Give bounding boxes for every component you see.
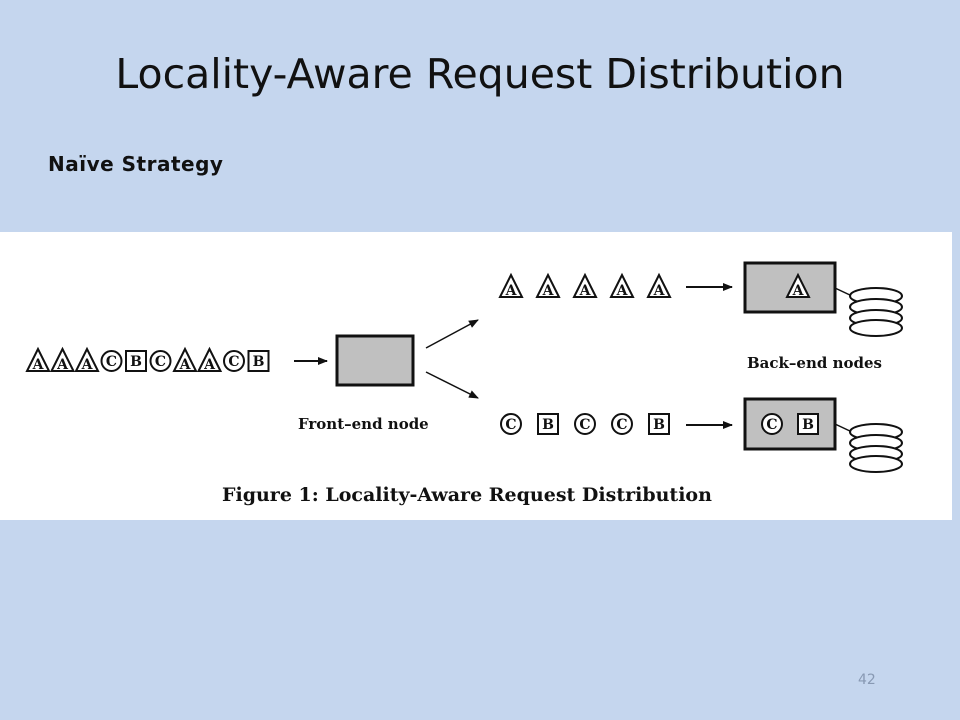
token-label: A [56, 357, 69, 373]
upper-back-end-cache: A [785, 272, 811, 299]
token-label: A [542, 283, 555, 299]
token-shape [125, 350, 147, 372]
token-label: B [542, 417, 554, 433]
request-token-triangle: A [196, 346, 223, 373]
lower-disk-connector [834, 423, 853, 433]
token-shape [785, 272, 811, 298]
request-token-circle: C [500, 413, 522, 435]
token-shape [149, 350, 172, 372]
token-shape [49, 346, 76, 372]
token-label: A [505, 283, 518, 299]
request-token-triangle: A [785, 272, 811, 299]
token-shape [223, 350, 245, 372]
token-shape [761, 413, 783, 435]
lower-disk-stack-icon [849, 423, 903, 473]
request-token-triangle: A [74, 346, 100, 373]
request-token-triangle: A [535, 272, 561, 299]
token-label: A [616, 283, 629, 299]
request-token-triangle: A [25, 346, 51, 373]
token-shape [648, 413, 670, 435]
token-label: C [616, 417, 627, 433]
request-token-circle: C [223, 350, 245, 372]
request-token-square: B [247, 350, 270, 372]
request-token-circle: C [149, 350, 172, 372]
request-token-square: B [125, 350, 147, 372]
token-shape [537, 413, 559, 435]
request-token-triangle: A [49, 346, 76, 373]
token-shape [196, 346, 223, 372]
token-label: C [505, 417, 516, 433]
token-label: C [106, 354, 117, 370]
token-shape [100, 350, 123, 372]
token-shape [500, 413, 522, 435]
upper-back-end-node-box [743, 261, 837, 314]
token-shape [498, 272, 524, 298]
token-label: A [179, 357, 192, 373]
slide-title: Locality-Aware Request Distribution [115, 50, 845, 98]
request-token-triangle: A [609, 272, 635, 299]
request-token-circle: C [100, 350, 123, 372]
token-label: A [203, 357, 216, 373]
token-label: A [653, 283, 666, 299]
upper-disk-stack-icon [849, 287, 903, 337]
request-token-circle: C [761, 413, 783, 435]
arrow-to-upper-queue [425, 319, 479, 349]
token-label: B [802, 417, 814, 433]
request-token-triangle: A [172, 346, 198, 373]
request-token-circle: C [611, 413, 633, 435]
token-label: B [130, 354, 142, 370]
token-shape [609, 272, 635, 298]
back-end-nodes-label: Back–end nodes [747, 354, 882, 372]
token-label: C [155, 354, 166, 370]
token-label: C [228, 354, 239, 370]
request-token-square: B [797, 413, 819, 435]
token-shape [25, 346, 51, 372]
upper-disk-connector [834, 287, 853, 297]
token-shape [646, 272, 672, 298]
lower-back-end-node-box [743, 397, 837, 451]
token-label: C [766, 417, 777, 433]
token-shape [611, 413, 633, 435]
slide-subtitle: Naïve Strategy [48, 152, 224, 176]
token-shape [797, 413, 819, 435]
page-number: 42 [858, 672, 876, 688]
token-shape [574, 413, 596, 435]
token-label: B [253, 354, 265, 370]
token-label: A [32, 357, 45, 373]
figure-caption: Figure 1: Locality-Aware Request Distrib… [222, 484, 712, 506]
arrow-to-lower-queue [425, 371, 479, 399]
front-end-node-box [335, 334, 415, 387]
token-label: C [579, 417, 590, 433]
front-end-node-label: Front–end node [298, 415, 429, 433]
token-shape [74, 346, 100, 372]
request-token-circle: C [574, 413, 596, 435]
token-shape [172, 346, 198, 372]
token-label: A [579, 283, 592, 299]
request-token-square: B [537, 413, 559, 435]
request-token-triangle: A [646, 272, 672, 299]
token-shape [535, 272, 561, 298]
token-label: A [81, 357, 94, 373]
token-shape [572, 272, 598, 298]
token-label: B [653, 417, 665, 433]
request-token-triangle: A [498, 272, 524, 299]
request-token-square: B [648, 413, 670, 435]
token-shape [247, 350, 270, 372]
request-token-triangle: A [572, 272, 598, 299]
token-label: A [792, 283, 805, 299]
